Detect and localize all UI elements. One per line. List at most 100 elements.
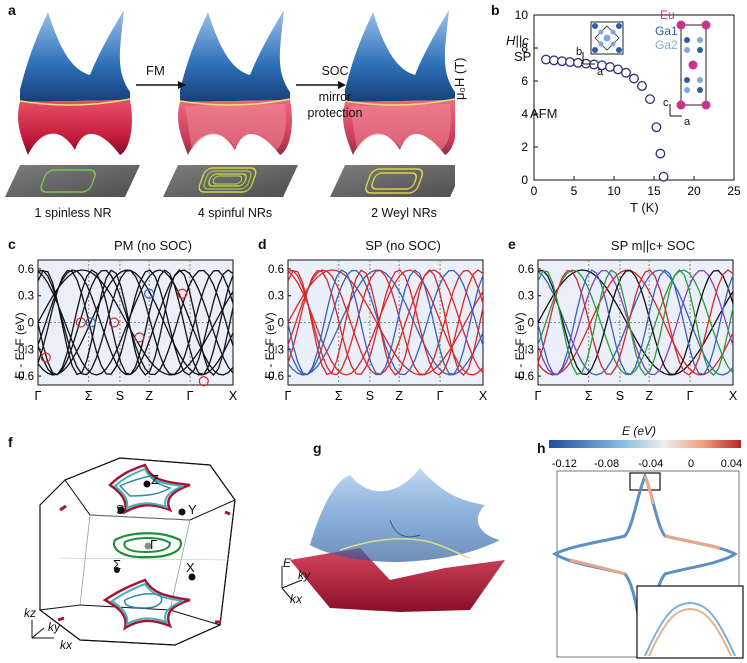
brillouin-zone [31, 457, 236, 646]
g-axis-kx: kx [290, 592, 302, 606]
legend-eu: Eu [660, 8, 675, 22]
b-xtick: 20 [687, 184, 701, 198]
caption-2: 4 spinful NRs [197, 206, 273, 220]
b-ytick: 2 [521, 140, 528, 154]
band-xtick: Σ [335, 389, 343, 403]
b-ytick: 6 [521, 74, 528, 88]
band-ytick: 0 [528, 318, 534, 330]
afm-label: AFM [530, 106, 558, 121]
nodal-plane-2 [163, 165, 298, 197]
data-point [605, 62, 615, 72]
band-title-c: PM (no SOC) [113, 238, 192, 253]
surface-1 [17, 10, 132, 155]
data-point [651, 122, 662, 133]
panel-label-a: a [8, 2, 16, 18]
b-ytick: 4 [521, 107, 528, 121]
band-xtick: Γ [535, 389, 542, 403]
band-xtick: S [366, 389, 374, 403]
band-ylabel-e: E - E_F (eV) [513, 312, 527, 379]
data-point [629, 73, 639, 84]
arrow-protection-label: protection [307, 106, 363, 120]
nodal-ring-energy: -0.12 -0.08 -0.04 0 0.04 [549, 440, 744, 659]
band-title-e: SP m||c+ SOC [610, 238, 696, 253]
colorbar-tick: 0.04 [721, 458, 742, 470]
panel-label-h: h [537, 440, 546, 456]
band-ytick: -0.3 [264, 344, 284, 356]
data-point [637, 80, 647, 91]
crystal-inset-right [676, 20, 711, 110]
colorbar-tick: -0.12 [552, 458, 577, 470]
data-point [621, 67, 631, 78]
bz-point-Gamma: Γ [150, 537, 158, 552]
b-ytick: 8 [521, 41, 528, 55]
panel-label-d: d [258, 236, 267, 252]
data-point [613, 64, 623, 75]
panel-label-e: e [508, 236, 516, 252]
band-xtick: X [229, 389, 238, 403]
data-point [565, 57, 575, 67]
colorbar-title: E (eV) [622, 424, 657, 438]
crystal-inset-left [590, 21, 624, 55]
band-xtick: Γ [35, 389, 42, 403]
band-ytick: 0.6 [518, 264, 534, 276]
band-ytick: -0.6 [514, 371, 534, 383]
panel-label-c: c [8, 236, 16, 252]
arrow-fm-label: FM [146, 63, 165, 78]
colorbar-tick: 0 [688, 458, 694, 470]
band-xtick: X [729, 389, 738, 403]
b-ylabel: μ₀H (T) [452, 57, 467, 101]
b-ytick: 0 [521, 173, 528, 187]
band-xtick: Γ [187, 389, 194, 403]
band-ytick: -0.3 [14, 344, 34, 356]
data-point [549, 55, 559, 66]
nodal-plane-3 [330, 165, 455, 197]
band-xtick: Γ [687, 389, 694, 403]
bz-point-X: X [186, 560, 195, 575]
data-point [541, 54, 551, 65]
panel-label-f: f [8, 434, 13, 450]
data-point [573, 57, 583, 68]
legend-ga1: Ga1 [655, 24, 678, 38]
band-xtick: Z [395, 389, 403, 403]
sp-label: SP [514, 49, 532, 64]
surface-2 [177, 10, 292, 155]
field-label: H||c [506, 33, 529, 48]
band-ytick: 0.3 [18, 291, 34, 303]
colorbar-tick: -0.08 [594, 458, 619, 470]
band-ytick: 0.6 [268, 264, 284, 276]
band-xtick: Γ [285, 389, 292, 403]
panel-label-g: g [313, 440, 322, 456]
g-axis-ky: ky [298, 568, 310, 582]
band-xtick: X [479, 389, 488, 403]
data-point [645, 94, 655, 105]
data-point [557, 56, 567, 67]
band-xtick: Z [145, 389, 153, 403]
band-xtick: Z [645, 389, 653, 403]
band-ytick: 0.3 [268, 291, 284, 303]
bz-point-Sigma: Σ [113, 557, 122, 572]
data-point [655, 148, 666, 159]
band-xtick: Σ [85, 389, 93, 403]
colorbar-tick: -0.04 [638, 458, 663, 470]
b-xtick: 0 [531, 184, 538, 198]
bz-axis-kx: kx [60, 638, 72, 652]
band-xtick: Γ [437, 389, 444, 403]
bz-point-Z: Z [151, 472, 159, 487]
inset-axis-b: b [576, 46, 583, 58]
b-xtick: 10 [607, 184, 621, 198]
panel-a-surfaces [5, 10, 455, 197]
b-ytick: 10 [515, 8, 529, 22]
b-xtick: 25 [727, 184, 741, 198]
band-ytick: -0.3 [514, 344, 534, 356]
bz-axis-ky: ky [48, 620, 60, 634]
arrow-mirror-label: mirror [318, 90, 352, 104]
caption-1: 1 spinless NR [34, 206, 112, 220]
inset-axis-c: c [663, 97, 669, 109]
surface-3 [343, 10, 455, 155]
legend-ga2: Ga2 [655, 38, 678, 52]
